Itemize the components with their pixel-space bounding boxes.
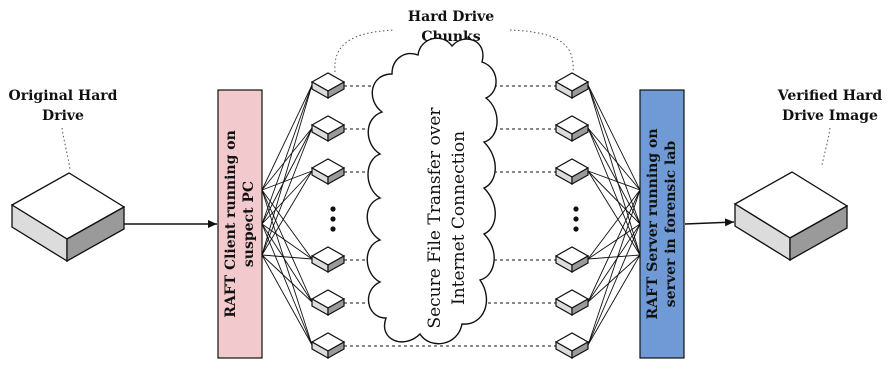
- right-ellipsis-icon: [573, 206, 579, 232]
- client-fan-line: [261, 84, 313, 225]
- chunk-drive-icon: [311, 246, 345, 273]
- chunk-drive-icon: [311, 158, 345, 185]
- client-fan-line: [261, 170, 313, 191]
- chunk-server-links: [587, 84, 641, 346]
- client-chunk-links: [261, 84, 313, 346]
- server-fan-line: [587, 189, 641, 260]
- left-ellipsis-icon: [330, 206, 336, 232]
- server-fan-line: [587, 84, 641, 191]
- verified-hard-drive-icon: [734, 171, 848, 261]
- original-label-line1: Original Hard: [9, 88, 118, 104]
- chunk-drive-icon: [555, 115, 589, 142]
- server-label-line2: server in forensic lab: [663, 141, 679, 308]
- client-fan-line: [261, 223, 313, 260]
- server-fan-line: [587, 127, 641, 191]
- chunk-drive-icon: [311, 332, 345, 359]
- original-callout: [61, 127, 71, 171]
- client-label-line1: RAFT Client running on: [223, 130, 239, 318]
- client-fan-line: [261, 170, 313, 225]
- server-fan-line: [587, 223, 641, 303]
- client-fan-line: [261, 223, 313, 346]
- cloud-icon: [366, 37, 498, 345]
- client-label-line2: suspect PC: [241, 181, 257, 267]
- client-fan-line: [261, 189, 313, 260]
- server-fan-line: [587, 254, 641, 346]
- client-fan-line: [261, 189, 313, 346]
- server-fan-line: [587, 254, 641, 260]
- chunk-drive-icon: [311, 72, 345, 99]
- verified-callout: [821, 127, 831, 166]
- verified-label-line1: Verified Hard: [777, 88, 883, 104]
- client-box: [217, 89, 263, 359]
- server-fan-line: [587, 84, 641, 225]
- cloud-label-line2: Internet Connection: [449, 131, 469, 305]
- server-fan-line: [587, 170, 641, 256]
- arrow-server-to-verified: [684, 218, 735, 227]
- original-label-line2: Drive: [42, 108, 84, 124]
- client-fan-line: [261, 84, 313, 256]
- client-fan-line: [261, 127, 313, 225]
- chunk-drive-icon: [555, 158, 589, 185]
- server-fan-line: [587, 189, 641, 303]
- server-fan-line: [587, 223, 641, 260]
- chunk-drive-icon: [311, 115, 345, 142]
- server-fan-line: [587, 254, 641, 303]
- chunk-drive-icon: [555, 332, 589, 359]
- client-fan-line: [261, 223, 313, 303]
- client-fan-line: [261, 170, 313, 256]
- chunk-drive-icon: [311, 289, 345, 316]
- client-fan-line: [261, 254, 313, 346]
- client-side-chunks: [311, 72, 345, 359]
- chunk-drive-icon: [555, 72, 589, 99]
- server-fan-line: [587, 170, 641, 225]
- client-fan-line: [261, 189, 313, 303]
- server-fan-line: [587, 170, 641, 191]
- client-fan-line: [261, 127, 313, 256]
- server-box: [639, 89, 685, 359]
- server-fan-line: [587, 84, 641, 256]
- chunks-callout-left: [334, 29, 396, 73]
- client-fan-line: [261, 254, 313, 303]
- server-fan-line: [587, 223, 641, 346]
- chunks-label-line1: Hard Drive: [408, 9, 494, 25]
- chunks-callout-right: [509, 29, 574, 73]
- transfer-links: [344, 85, 556, 347]
- server-label-line1: RAFT Server running on: [645, 128, 661, 319]
- server-side-chunks: [555, 72, 589, 359]
- server-fan-line: [587, 127, 641, 256]
- cloud-label-line1: Secure File Transfer over: [425, 107, 445, 329]
- client-fan-line: [261, 84, 313, 191]
- server-fan-line: [587, 127, 641, 225]
- chunk-drive-icon: [555, 246, 589, 273]
- client-fan-line: [261, 254, 313, 260]
- server-fan-line: [587, 189, 641, 346]
- verified-label-line2: Drive Image: [782, 108, 878, 124]
- chunk-drive-icon: [555, 289, 589, 316]
- original-hard-drive-icon: [11, 172, 125, 262]
- client-fan-line: [261, 127, 313, 191]
